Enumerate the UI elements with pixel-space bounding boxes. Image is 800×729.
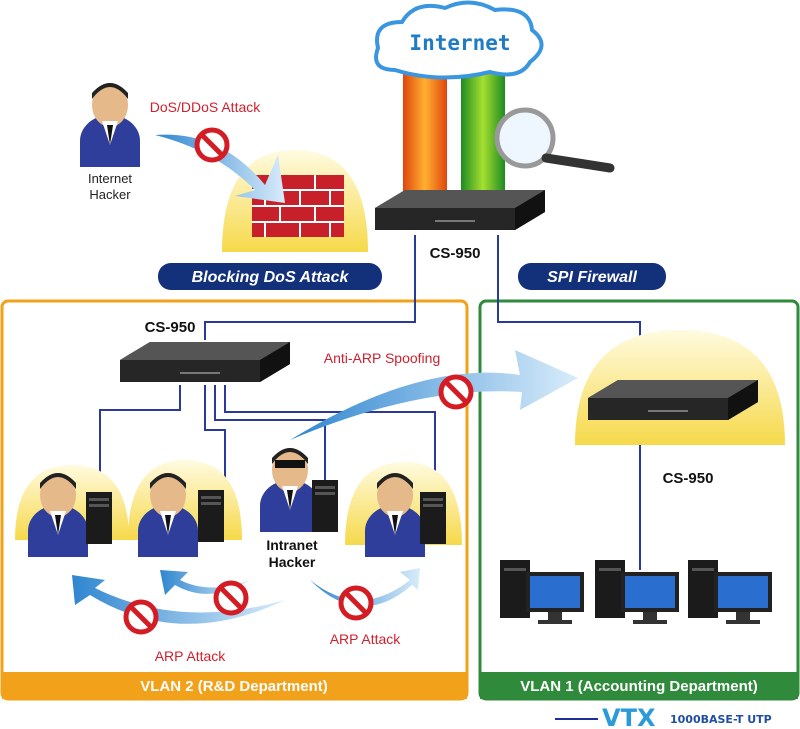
watermark-text: 1000BASE-T UTP [670,713,772,726]
blocking-dos-text: Blocking DoS Attack [192,269,350,286]
blocked-icon [341,588,371,618]
internet-hacker-label: Internet [88,171,132,186]
intranet-hacker-label: Intranet [266,537,318,553]
spi-firewall-badge: SPI Firewall [518,263,666,290]
vlan2-label: VLAN 2 (R&D Department) [140,678,328,695]
internet-hacker-label-2: Hacker [89,187,131,202]
blocked-icon [216,583,246,613]
magnifier-icon [494,107,615,173]
blocked-icon [441,377,471,407]
vlan2-bar [2,672,467,699]
intranet-hacker [260,448,338,532]
internet-cloud: Internet [374,0,544,80]
top-switch [375,190,545,230]
dos-attack-label: DoS/DDoS Attack [150,99,261,115]
blocked-icon [197,130,227,160]
right-switch-label: CS-950 [663,470,714,487]
user-workstation-1 [15,465,129,557]
anti-arp-arrow [290,350,578,440]
watermark-vtx: VTX [602,704,656,729]
blocked-icon [126,602,156,632]
blocking-dos-badge: Blocking DoS Attack [158,263,382,290]
internet-hacker [80,83,140,167]
spi-firewall-text: SPI Firewall [547,269,637,286]
top-switch-label: CS-950 [430,245,481,262]
arp-attack-label-right: ARP Attack [330,631,402,647]
user-workstation-3 [345,462,462,557]
arp-attack-label-left: ARP Attack [155,648,227,664]
anti-arp-label: Anti-ARP Spoofing [324,350,440,366]
arp-attack-arrow-right [310,568,420,607]
intranet-hacker-label-2: Hacker [269,554,316,570]
left-switch [120,342,290,382]
internet-label: Internet [409,31,510,55]
dos-attack-arrow [155,134,285,203]
right-switch [588,380,758,420]
internet-link-orange [403,72,447,202]
vlan1-label: VLAN 1 (Accounting Department) [520,678,758,695]
user-workstation-2 [128,460,242,557]
left-switch-label: CS-950 [145,319,196,336]
vlan1-bar [480,672,798,699]
watermark-logo: VTX 1000BASE-T UTP [555,704,772,729]
